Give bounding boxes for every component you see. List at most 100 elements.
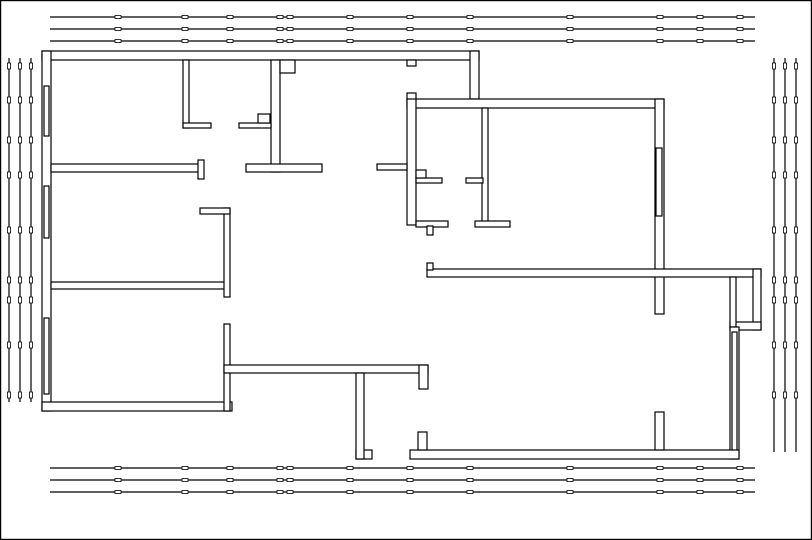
dimension-tick [286, 39, 294, 43]
wall-top-left [41, 50, 480, 61]
window-east [655, 147, 663, 217]
dimension-tick [346, 15, 354, 19]
partition-mid-left [376, 163, 408, 171]
dimension-tick [226, 15, 234, 19]
dimension-tick [696, 490, 704, 494]
dimension-tick [114, 39, 122, 43]
dimension-tick [656, 39, 664, 43]
wall-right-upper [469, 50, 480, 100]
dimension-tick [783, 62, 787, 70]
dimension-tick [286, 27, 294, 31]
partition-top-a-foot [182, 122, 212, 129]
dimension-tick [696, 27, 704, 31]
dimension-tick [794, 391, 798, 399]
wall-bottom-left [41, 401, 233, 412]
partition-bedroom-2 [50, 281, 229, 290]
wall-right-top [406, 98, 665, 109]
dimension-tick [18, 391, 22, 399]
partition-top-b-arm [238, 122, 272, 129]
dimension-tick [18, 341, 22, 349]
partition-closet-h [199, 207, 231, 215]
dimension-tick [772, 62, 776, 70]
partition-living [426, 268, 762, 278]
dimension-tick [406, 478, 414, 482]
partition-right-b-post [426, 225, 434, 236]
door-jamb-lower [417, 431, 428, 451]
dimension-tick [18, 136, 22, 144]
partition-right-a-arm [465, 177, 484, 184]
dimension-tick [29, 136, 33, 144]
dimension-ticks [7, 15, 798, 494]
dimension-tick [772, 276, 776, 284]
dimension-tick [794, 341, 798, 349]
dimension-tick [783, 226, 787, 234]
partition-top-b-foot [245, 163, 323, 173]
dimension-tick [18, 296, 22, 304]
column-top-small [406, 59, 417, 67]
dimension-tick [736, 39, 744, 43]
dimension-tick [29, 171, 33, 179]
dimension-tick [181, 27, 189, 31]
dimension-tick [286, 490, 294, 494]
dimension-tick [346, 466, 354, 470]
dimension-tick [114, 15, 122, 19]
dimension-tick [736, 27, 744, 31]
dimension-tick [656, 466, 664, 470]
dimension-tick [114, 27, 122, 31]
partition-bedroom-1 [50, 163, 204, 173]
dimension-tick [566, 466, 574, 470]
dimension-tick [7, 171, 11, 179]
partition-top-b-knob [257, 113, 271, 124]
partition-top-a [182, 59, 190, 129]
dimension-tick [736, 490, 744, 494]
dimension-tick [226, 39, 234, 43]
dimension-tick [466, 15, 474, 19]
dimension-tick [783, 136, 787, 144]
dimension-tick [772, 136, 776, 144]
dimension-tick [18, 226, 22, 234]
dimension-tick [276, 466, 284, 470]
window-left-3 [43, 317, 50, 395]
dimension-tick [656, 27, 664, 31]
dimension-tick [276, 490, 284, 494]
dimension-tick [114, 478, 122, 482]
walls [41, 50, 762, 460]
right-dimension-lines [773, 58, 797, 452]
dimension-tick [406, 27, 414, 31]
dimension-tick [286, 15, 294, 19]
partition-living-knob [426, 262, 434, 271]
dimension-tick [346, 27, 354, 31]
dimension-tick [656, 15, 664, 19]
dimension-tick [566, 27, 574, 31]
dimension-tick [406, 15, 414, 19]
dimension-tick [7, 296, 11, 304]
dimension-tick [18, 276, 22, 284]
balcony-east [752, 268, 762, 331]
dimension-tick [783, 296, 787, 304]
dimension-tick [566, 39, 574, 43]
dimension-tick [783, 96, 787, 104]
dimension-tick [466, 39, 474, 43]
balcony-inner [729, 276, 737, 328]
dimension-tick [794, 62, 798, 70]
dimension-tick [29, 391, 33, 399]
dimension-tick [736, 466, 744, 470]
dimension-tick [794, 96, 798, 104]
dimension-tick [466, 27, 474, 31]
dimension-tick [566, 15, 574, 19]
dimension-tick [7, 341, 11, 349]
dimension-tick [181, 466, 189, 470]
partition-right-a [481, 107, 489, 227]
dimension-tick [736, 478, 744, 482]
dimension-tick [696, 39, 704, 43]
dimension-tick [466, 490, 474, 494]
dimension-tick [226, 478, 234, 482]
dimension-tick [656, 490, 664, 494]
dimension-tick [7, 96, 11, 104]
dimension-tick [29, 62, 33, 70]
dimension-tick [696, 15, 704, 19]
dimension-tick [181, 478, 189, 482]
dimension-tick [346, 490, 354, 494]
dimension-tick [783, 391, 787, 399]
